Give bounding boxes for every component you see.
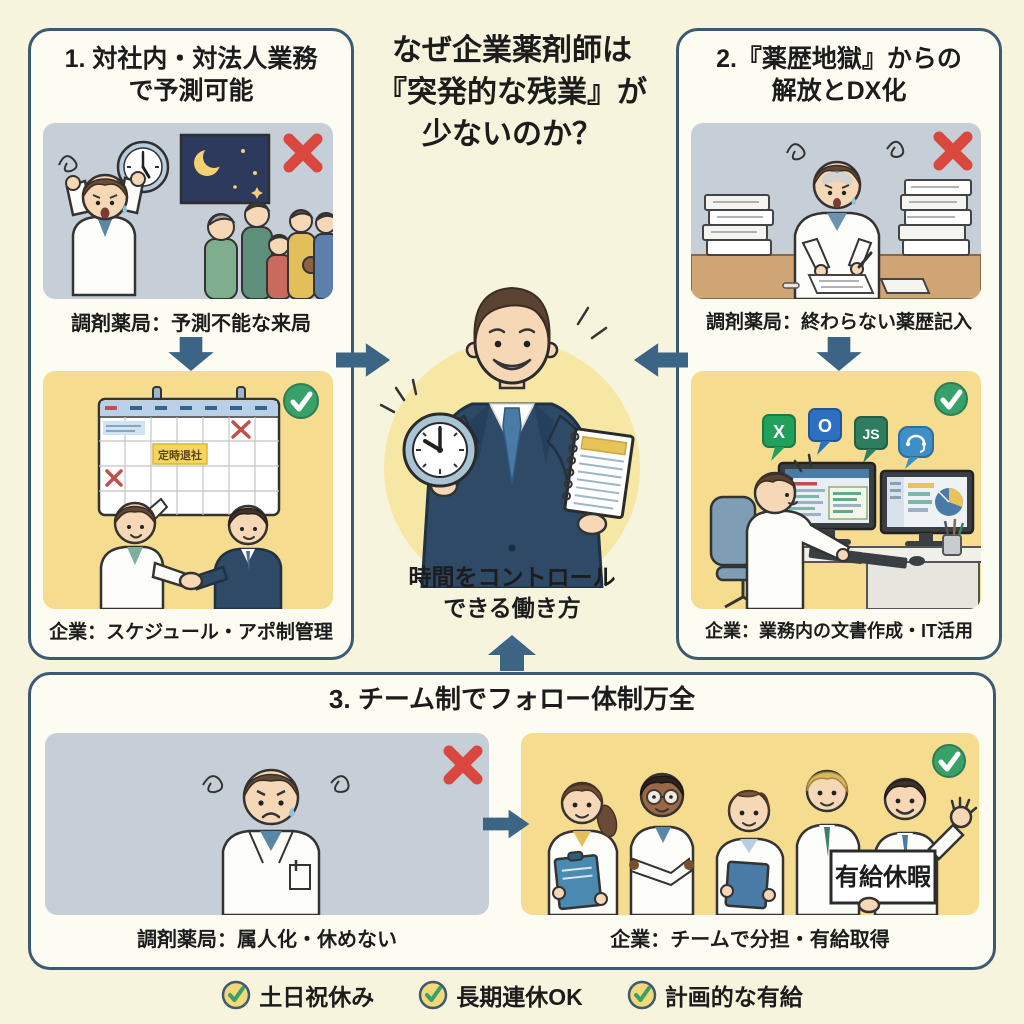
paperwork-overload-illustration: [691, 123, 981, 299]
paid-leave-sign: 有給休暇: [829, 849, 937, 914]
chat-headset-icon: [898, 426, 934, 469]
arrow-down-icon: [165, 337, 217, 371]
stressed-pharmacist: [58, 155, 146, 297]
arrow-right-icon: [483, 805, 531, 843]
js-icon: JS: [854, 416, 888, 463]
benefit-long-holidays: 長期連休OK: [418, 978, 583, 1012]
title-line-2: 『突発的な残業』が: [377, 76, 647, 109]
section-1-box: 1. 対社内・対法人業務 で予測可能: [28, 28, 354, 660]
section-2-heading-line1: 2.『薬歴地獄』からの: [716, 45, 962, 73]
title-line-1: なぜ企業薬剤師は: [392, 34, 632, 67]
suited-man: [379, 286, 635, 588]
svg-text:X: X: [773, 422, 785, 442]
svg-text:O: O: [818, 416, 832, 436]
notebook-icon: [562, 427, 635, 520]
crescent-moon-icon: [194, 146, 225, 176]
check-circle-icon: [932, 744, 966, 778]
excel-icon: X: [762, 414, 796, 461]
check-circle-icon: [934, 382, 968, 416]
x-mark-icon: [283, 133, 323, 173]
paper-stack-left: [702, 194, 774, 256]
section-1-heading: 1. 対社内・対法人業務 で予測可能: [31, 43, 351, 107]
stressed-writer: [782, 140, 931, 299]
check-circle-icon: [222, 980, 251, 1010]
section-3-heading: 3. チーム制でフォロー体制万全: [328, 684, 696, 714]
pie-chart-glyph: [935, 488, 963, 516]
night-window: [179, 133, 271, 205]
section-3-bad-caption: 調剤薬局：属人化・休めない: [137, 929, 397, 951]
page-title: なぜ企業薬剤師は 『突発的な残業』が 少ないのか？: [352, 30, 672, 156]
section-3-box: 3. チーム制でフォロー体制万全: [28, 672, 996, 970]
svg-text:JS: JS: [862, 426, 879, 442]
section-1-good-caption: 企業：スケジュール・アポ制管理: [49, 622, 333, 643]
arrow-down-icon: [813, 337, 865, 371]
office-worker: [709, 453, 851, 609]
center-caption-line2: できる働き方: [443, 595, 581, 622]
benefit-weekends-off: 土日祝休み: [221, 978, 374, 1012]
paper-stack-right: [898, 179, 972, 256]
benefit-label: 土日祝休み: [259, 984, 375, 1010]
title-line-3: 少ないのか？: [422, 118, 602, 151]
waving-hand: [949, 796, 978, 829]
sad-pharmacist: [202, 768, 350, 915]
schedule-handshake-illustration: 定時退社: [43, 371, 333, 609]
outlook-icon: O: [808, 408, 842, 455]
time-control-illustration: [352, 258, 672, 588]
section-3-good-caption: 企業：チームで分担・有給取得: [610, 929, 890, 951]
team-member-bob: [715, 789, 785, 915]
benefit-planned-paid-leave: 計画的な有給: [627, 978, 803, 1012]
arrow-left-icon: [632, 340, 688, 380]
pharmacist-figure: [99, 497, 191, 609]
dual-monitors: [777, 461, 975, 547]
arrow-up-icon: [486, 632, 538, 674]
center-caption-line1: 時間をコントロール: [408, 564, 616, 590]
waiting-patients: [204, 201, 333, 299]
x-mark-icon: [443, 745, 483, 785]
benefit-label: 長期連休OK: [456, 984, 583, 1010]
section-2-heading-line2: 解放とDX化: [771, 77, 907, 105]
arrow-right-icon: [336, 340, 392, 380]
team-illustration: 有給休暇: [521, 733, 979, 915]
check-circle-icon: [283, 383, 319, 419]
alarm-clock-icon: [379, 378, 478, 498]
team-member-glasses: [629, 772, 695, 915]
check-circle-icon: [419, 980, 448, 1010]
calendar-note: 定時退社: [158, 448, 202, 462]
check-circle-icon: [627, 980, 656, 1010]
pharmacy-chaos-illustration: [43, 123, 333, 299]
team-member-ponytail: [547, 781, 619, 915]
x-mark-icon: [933, 131, 973, 171]
businessman-figure: [178, 504, 283, 609]
section-1-bad-caption: 調剤薬局：予測不能な来局: [71, 313, 311, 335]
svg-text:有給休暇: 有給休暇: [835, 863, 931, 891]
section-2-heading: 2.『薬歴地獄』からの 解放とDX化: [679, 43, 999, 107]
calendar-icon: 定時退社: [97, 386, 281, 517]
lonely-pharmacist-illustration: [45, 733, 489, 915]
dx-workstation-illustration: X O JS: [691, 371, 981, 609]
section-2-good-caption: 企業：業務内の文書作成・IT活用: [705, 621, 973, 641]
benefits-footer: 土日祝休み 長期連休OK 計画的な有給: [0, 978, 1024, 1012]
section-2-box: 2.『薬歴地獄』からの 解放とDX化: [676, 28, 1002, 660]
benefit-label: 計画的な有給: [664, 984, 803, 1010]
section-2-bad-caption: 調剤薬局：終わらない薬歴記入: [705, 312, 972, 333]
section-1-heading-line2: で予測可能: [128, 77, 254, 105]
section-1-heading-line1: 1. 対社内・対法人業務: [64, 45, 318, 73]
center-caption: 時間をコントロール できる働き方: [362, 562, 662, 624]
